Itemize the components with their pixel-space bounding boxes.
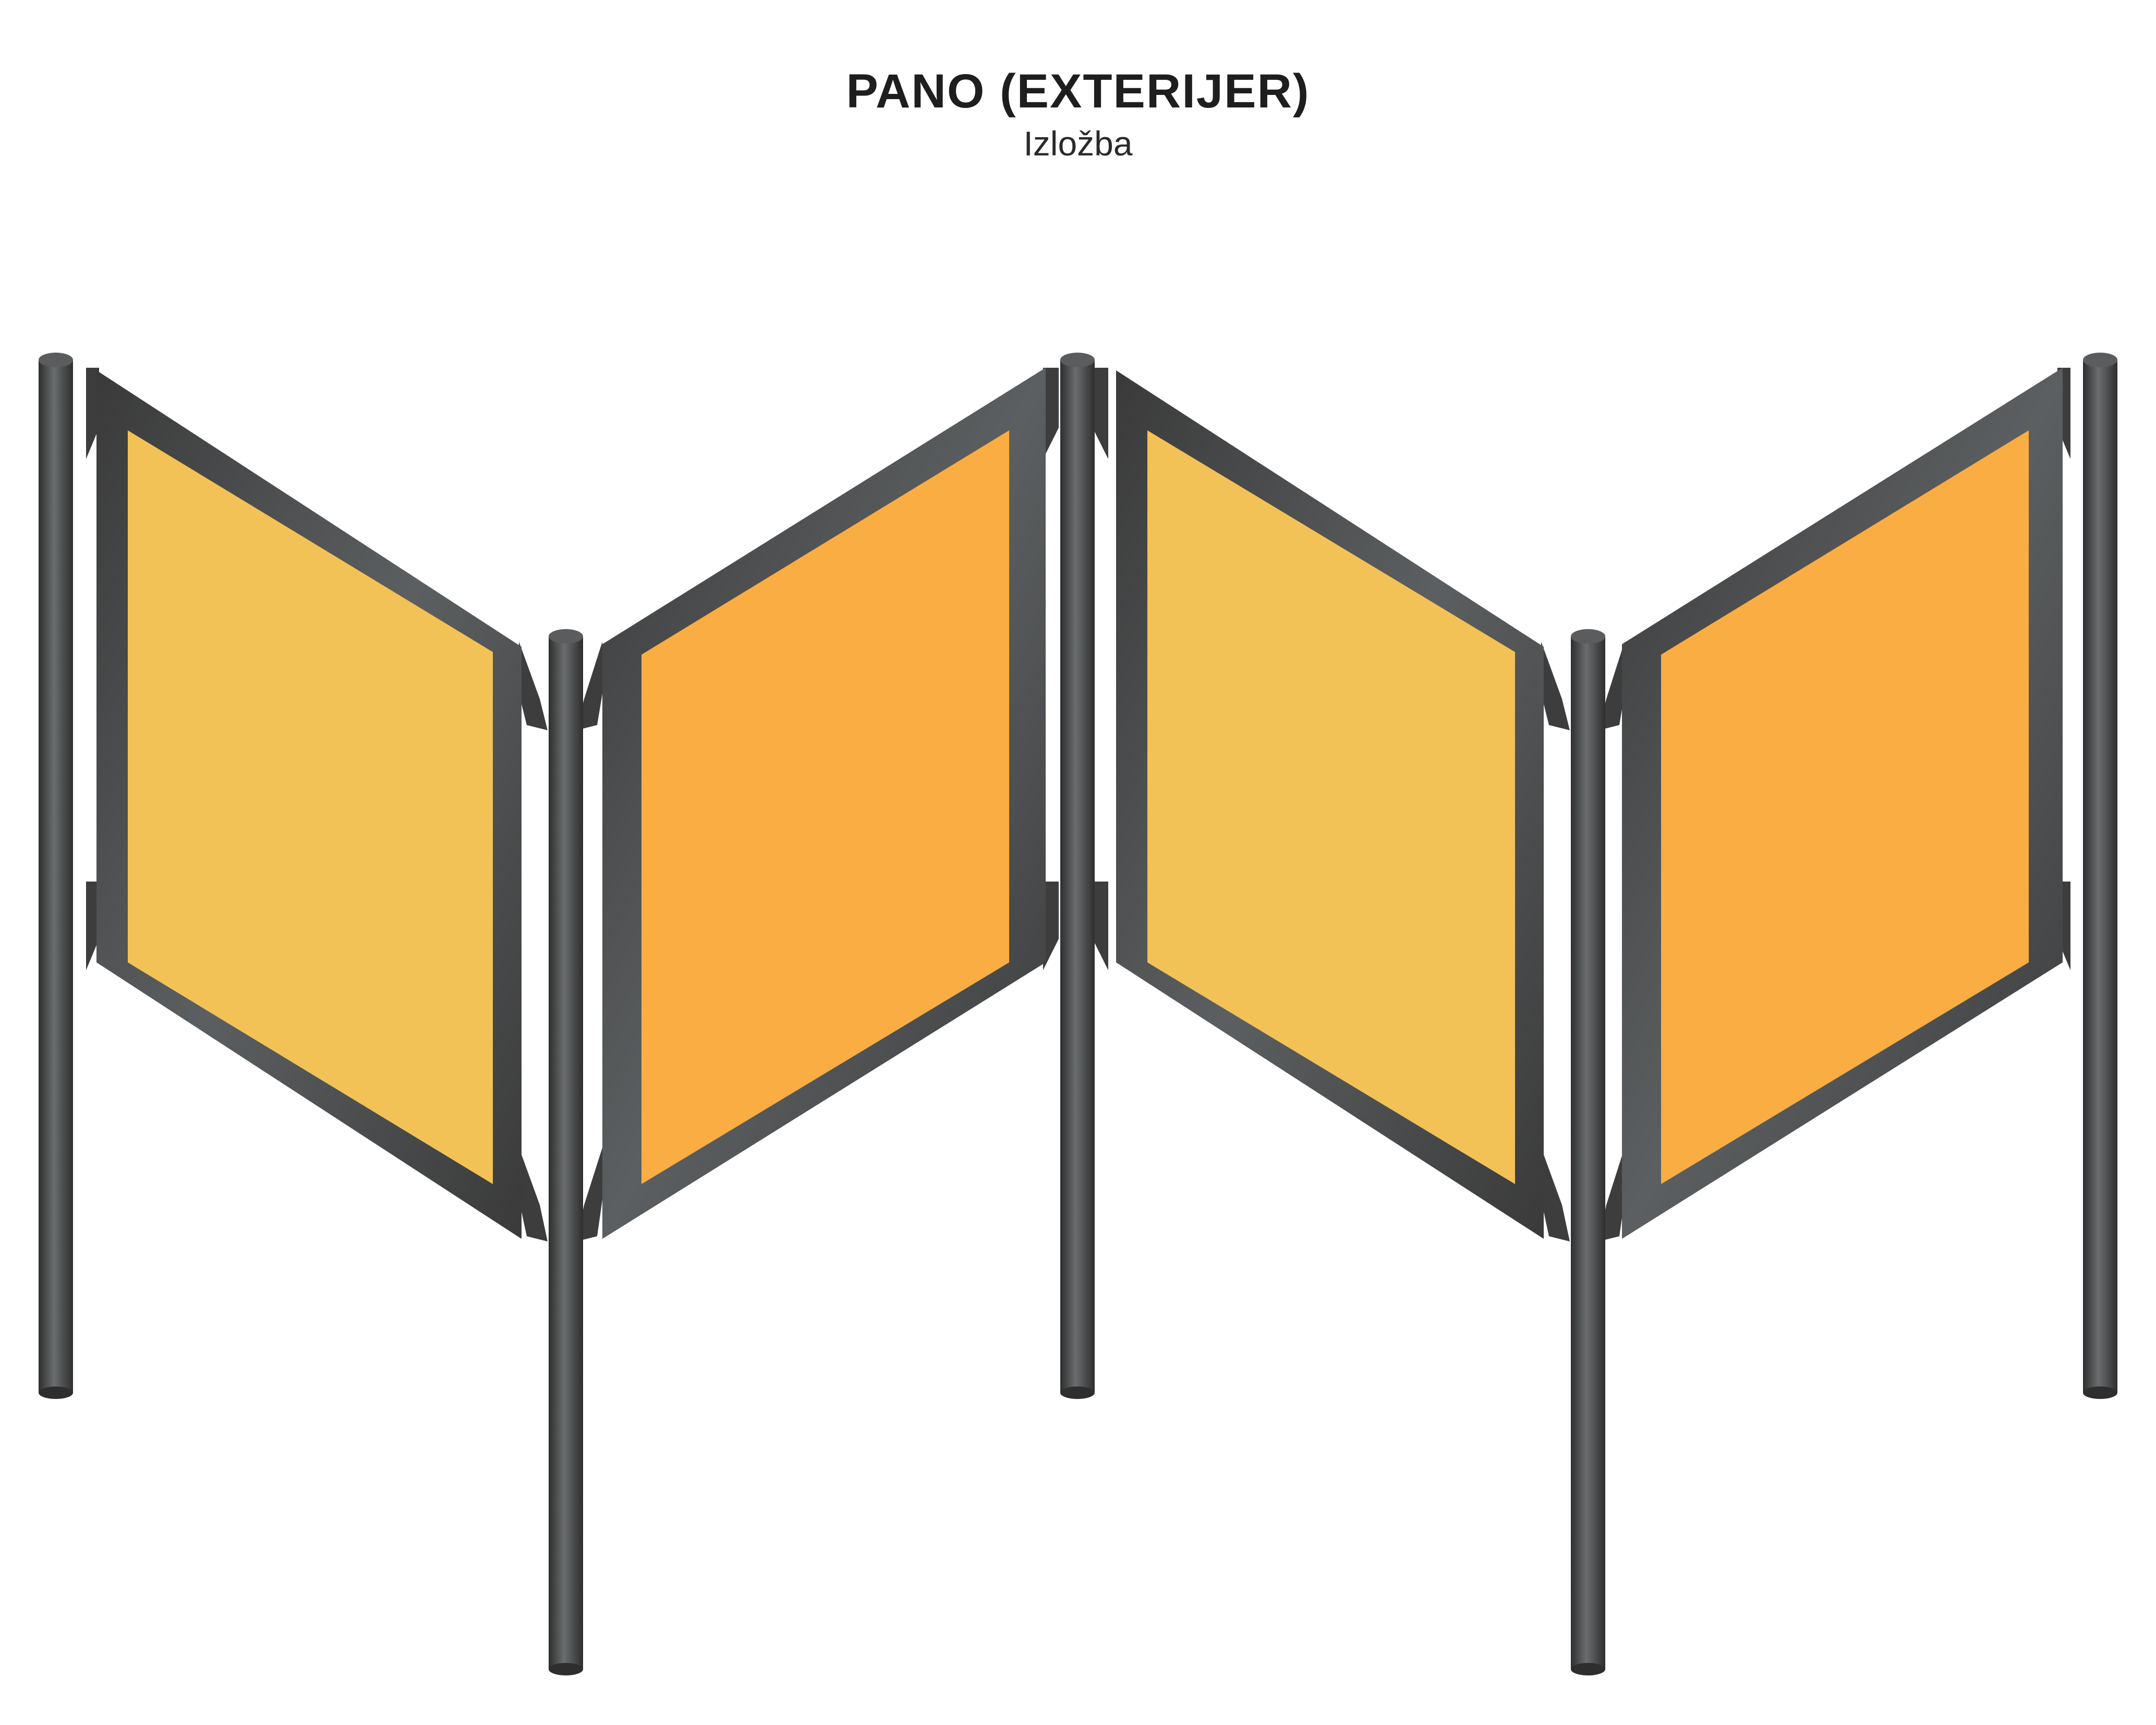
display-panel-4 <box>1622 368 2063 1239</box>
display-panel-1 <box>96 370 522 1239</box>
support-post-2 <box>549 629 583 1675</box>
header: PANO (EXTERIJER) Izložba <box>0 63 2156 167</box>
panel-face <box>641 430 1009 1184</box>
support-post-5 <box>2083 353 2117 1399</box>
panel-face <box>128 430 493 1184</box>
display-panel-2 <box>602 368 1046 1239</box>
page-subtitle: Izložba <box>1023 124 1133 163</box>
support-post-3 <box>1060 353 1095 1399</box>
support-posts <box>39 353 2117 1675</box>
support-post-1 <box>39 353 73 1399</box>
page-title: PANO (EXTERIJER) <box>846 65 1310 118</box>
support-post-4 <box>1571 629 1605 1675</box>
panel-face <box>1147 430 1515 1184</box>
panel-face <box>1661 430 2029 1184</box>
display-panel-3 <box>1116 370 1544 1239</box>
